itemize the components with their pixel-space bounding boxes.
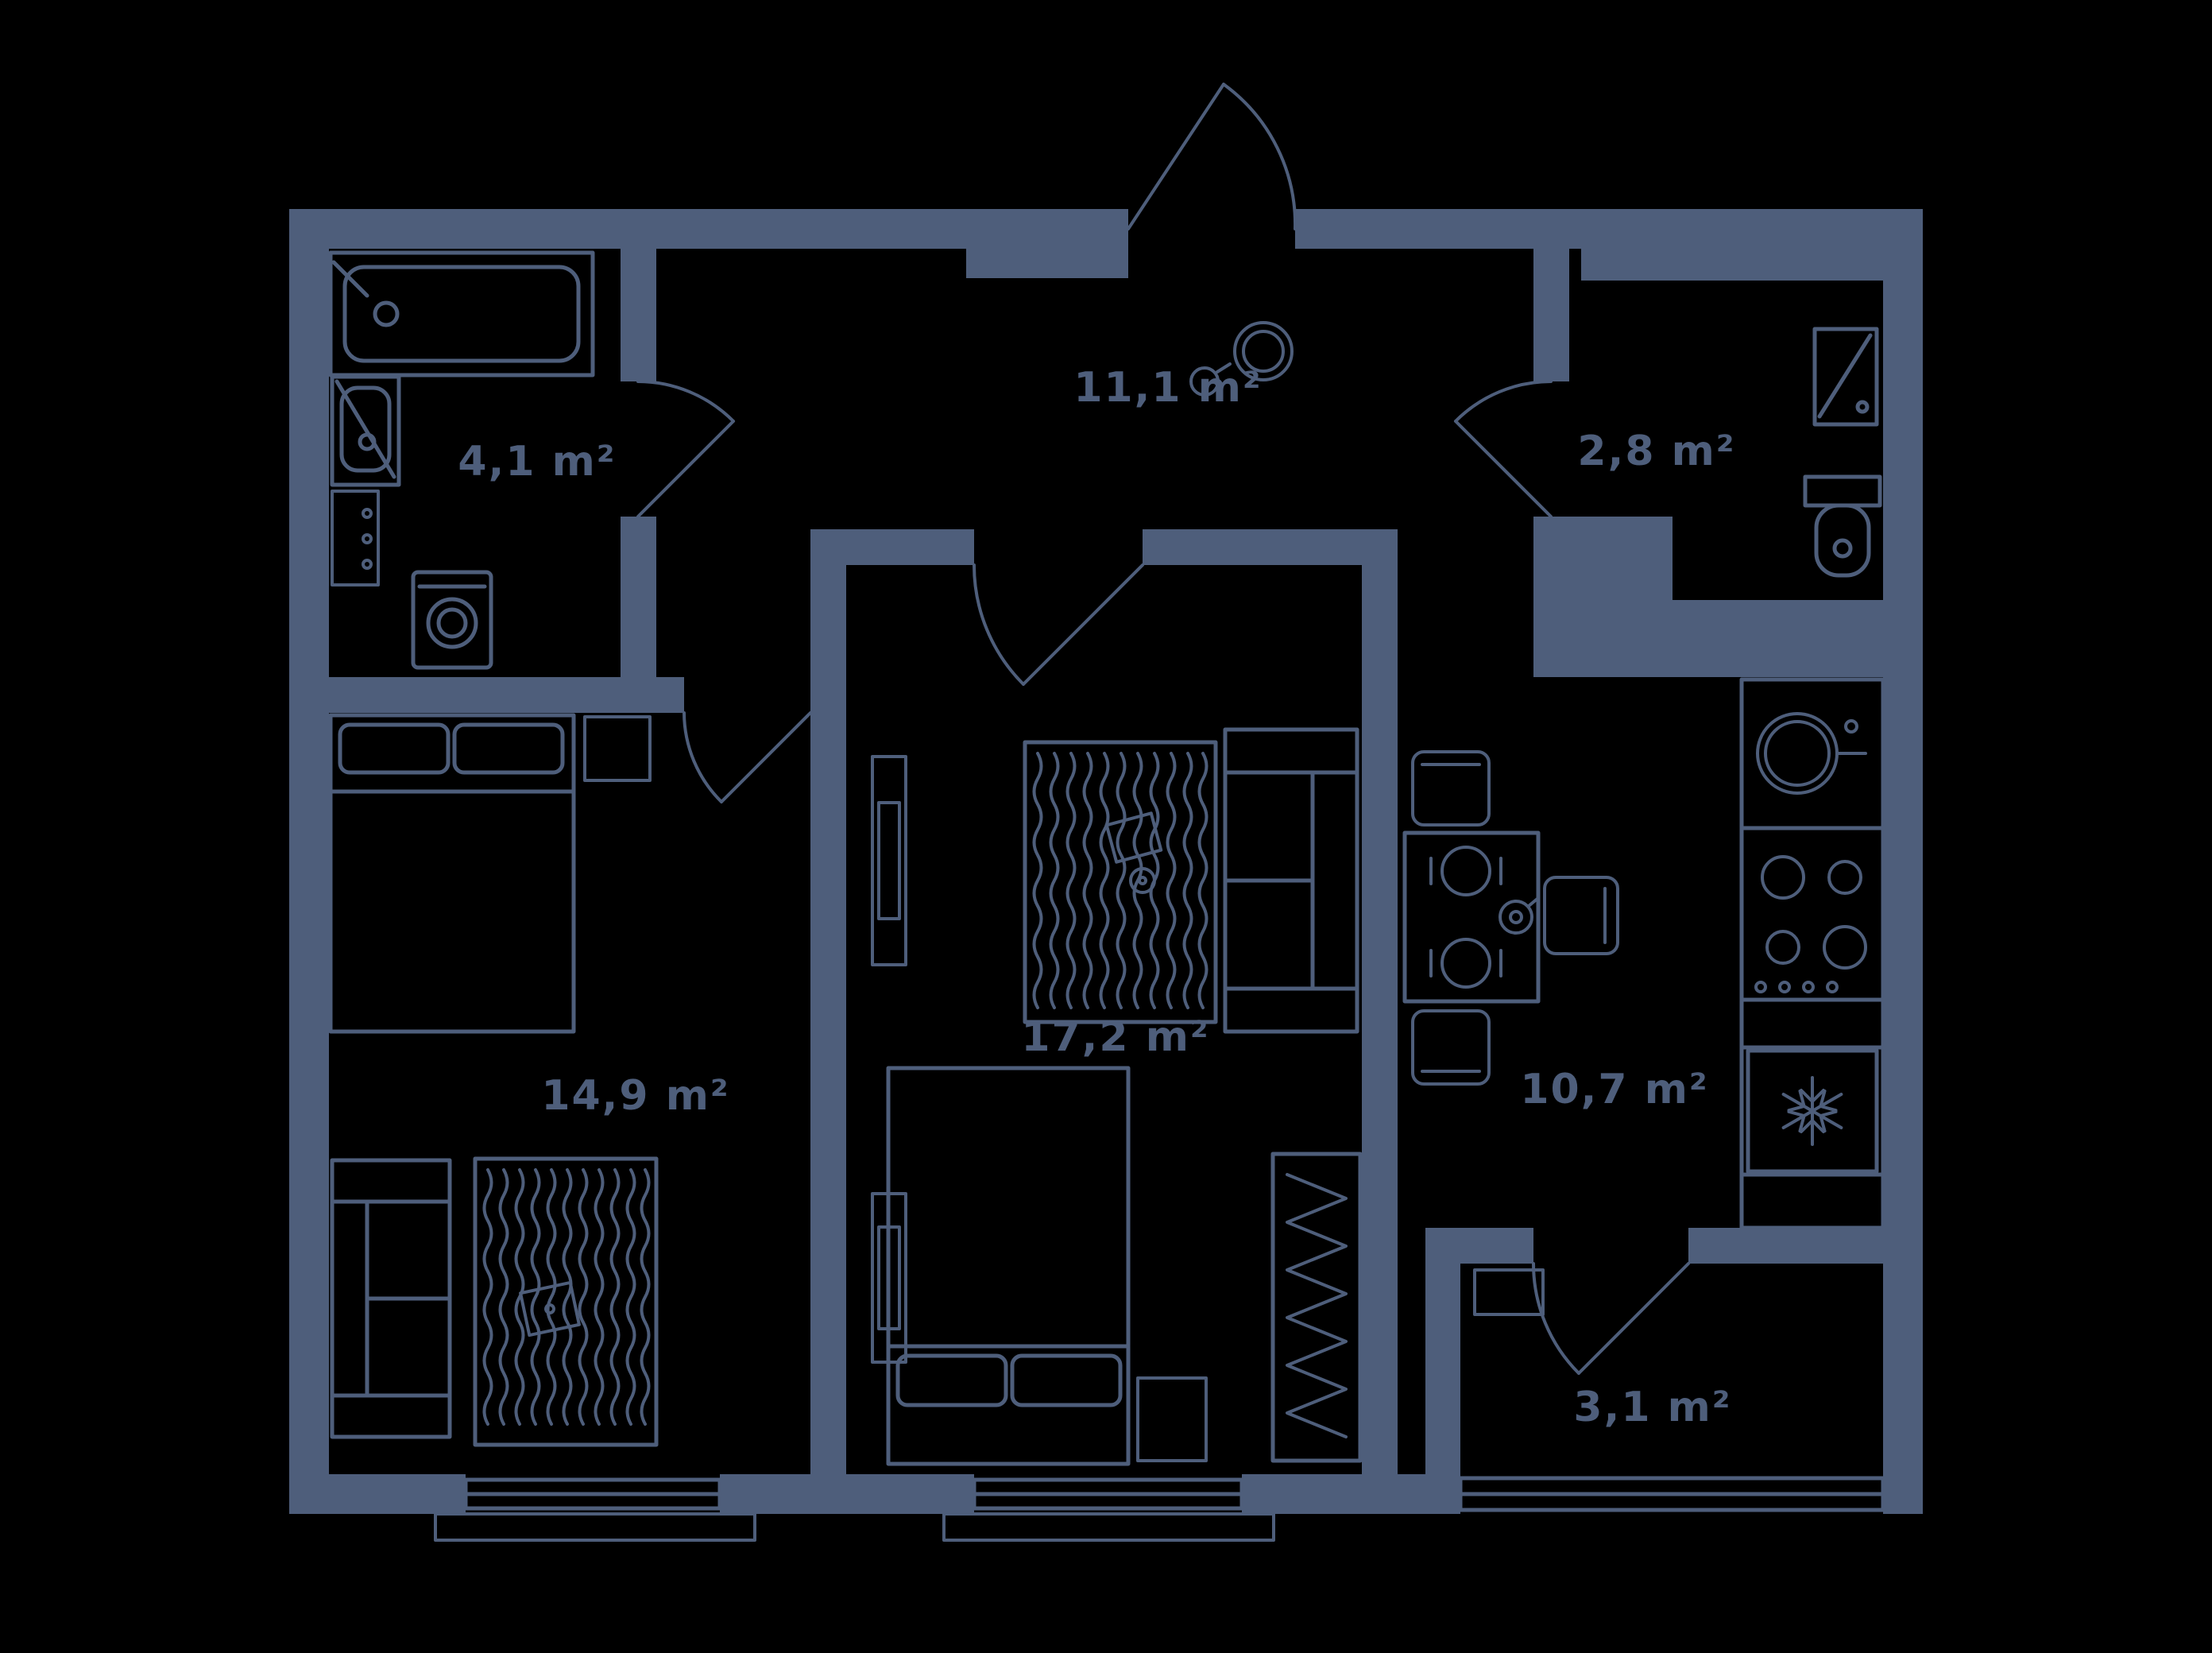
room-label-bedroom: 14,9 m² <box>541 1072 729 1120</box>
room-label-bathroom: 4,1 m² <box>458 438 616 486</box>
window-sill-living-room <box>942 1512 1275 1542</box>
window-sill-bedroom <box>434 1512 756 1542</box>
living-room-door <box>972 563 1144 686</box>
wardrobe <box>1270 1152 1363 1463</box>
bathtub <box>328 250 595 377</box>
dining-table <box>1402 830 1541 1004</box>
bathroom-door <box>636 380 735 518</box>
wc-door <box>1454 380 1553 518</box>
room-label-hallway: 11,1 m² <box>1073 364 1262 412</box>
window-bedroom <box>463 1477 722 1511</box>
fridge <box>1746 1048 1879 1174</box>
stove <box>1754 855 1867 993</box>
balcony-box <box>1473 1268 1545 1316</box>
balcony-door <box>1531 1262 1690 1375</box>
washing-machine <box>411 570 493 670</box>
side-table-bedroom <box>519 1280 581 1337</box>
nightstand-bedroom <box>583 715 652 782</box>
bed-bedroom <box>328 713 576 1034</box>
coffee-table <box>1104 811 1163 894</box>
balcony-glazing <box>1458 1476 1885 1512</box>
nightstand-living-room <box>1136 1376 1208 1462</box>
ceiling-lamp <box>1189 321 1294 397</box>
chair-top <box>1411 750 1491 826</box>
walls <box>289 209 1923 1514</box>
room-label-balcony: 3,1 m² <box>1573 1384 1731 1431</box>
plate-bottom <box>1429 938 1502 989</box>
plate-top <box>1429 846 1502 896</box>
wc-sink <box>1812 327 1879 427</box>
room-label-wc: 2,8 m² <box>1577 428 1735 475</box>
kitchen-counter <box>1739 677 1885 1230</box>
rug-living-room <box>1023 740 1218 1024</box>
snowflake-icon <box>1776 1076 1849 1146</box>
chair-bottom <box>1411 1009 1491 1086</box>
bed-living-room <box>886 1066 1131 1466</box>
bathroom-cabinet <box>331 490 380 586</box>
teapot <box>1499 896 1540 935</box>
sofa-living-room <box>1223 727 1359 1034</box>
rug-bedroom <box>473 1156 659 1447</box>
window-living-room <box>972 1477 1244 1511</box>
chair-right <box>1543 876 1619 955</box>
room-label-kitchen: 10,7 m² <box>1520 1066 1708 1113</box>
room-label-living-room: 17,2 m² <box>1021 1013 1209 1061</box>
bedroom-door <box>683 711 812 803</box>
kitchen-sink <box>1756 712 1867 795</box>
toilet <box>1803 474 1882 578</box>
tv-stand <box>871 755 907 966</box>
sofa-bedroom <box>330 1158 452 1439</box>
entrance-door <box>1127 83 1297 230</box>
bathroom-sink <box>330 374 401 487</box>
